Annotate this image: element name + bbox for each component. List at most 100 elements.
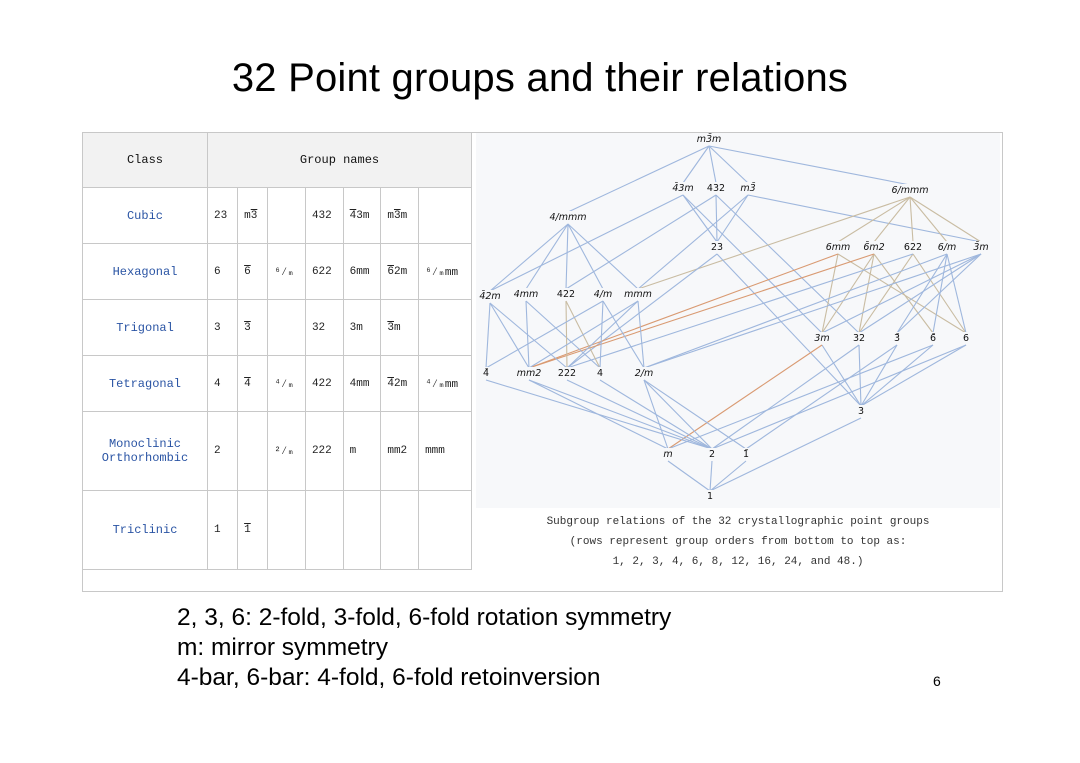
group-cell: mmm [418,411,472,491]
group-name: 3m [349,321,363,334]
subgroup-edge [821,344,862,407]
point-group-node: 4̄3m [672,182,693,194]
subgroup-edge [909,196,948,243]
subgroup-edge [821,253,982,334]
group-name: 3 [244,321,251,334]
node-label-background [855,405,867,417]
group-name: 3 [214,321,221,334]
subgroup-edge [565,300,568,369]
group-name: ⁶⁄ₘ [274,266,295,279]
group-cell [304,490,344,570]
group-cell: 42m [380,355,420,412]
caption-line-2: (rows represent group orders from bottom… [569,536,907,548]
group-cell: m3m [380,187,420,244]
subgroup-edge [708,145,749,184]
subgroup-edge [896,253,982,334]
node-label-background [668,182,698,194]
subgroup-edge [602,300,645,369]
subgroup-edge [860,344,934,407]
node-label-background [960,332,972,344]
point-group-node: 4̄ [483,368,489,379]
node-label-background [888,332,906,344]
group-cell: 43m [342,187,382,244]
node-label-background [704,182,728,194]
point-group-node: 23 [711,242,723,253]
group-name: mm2 [387,445,408,457]
subgroup-edge [525,300,530,369]
group-cell: 222 [304,411,344,491]
node-label-background [551,211,585,223]
point-group-node: 3m [814,333,829,344]
point-group-node: 4mm [514,289,539,300]
point-group-node: 2 [709,449,715,460]
group-cell [267,187,306,244]
group-cell [380,490,420,570]
group-name: 4 [214,377,221,390]
point-group-node: 6mm [826,242,851,253]
node-label-background [893,184,927,196]
group-cell: m3 [237,187,269,244]
group-cell: mm2 [380,411,420,491]
subgroup-edge [682,194,718,243]
group-name: m [349,445,357,457]
group-cell: 62m [380,243,420,300]
subgroup-edge [709,460,713,492]
group-cell: 4 [237,355,269,412]
subgroup-edge [716,194,749,243]
group-cell: 3m [380,299,420,356]
subgroup-edge [567,223,604,290]
subgroup-edge [643,379,713,450]
group-cell: ²⁄ₘ [267,411,306,491]
group-cell [418,299,472,356]
node-label-background [813,332,831,344]
subgroup-edge [708,145,717,184]
diagram-caption: Subgroup relations of the 32 crystallogr… [476,512,1000,572]
class-name-cell: Trigonal [82,299,208,356]
subgroup-edge [565,194,717,290]
node-label-background [662,448,674,460]
point-group-node: 4 [597,368,603,379]
point-group-node: 1̄ [743,449,749,460]
node-label-background [826,241,850,253]
subgroup-edge [528,253,839,369]
note-line-1: 2, 3, 6: 2-fold, 3-fold, 6-fold rotation… [177,604,672,631]
group-cell: 432 [304,187,344,244]
subgroup-edge [489,302,568,369]
point-group-node: 3̄ [894,333,900,344]
point-group-node: 6 [963,333,969,344]
class-name-cell: Triclinic [82,490,208,570]
subgroup-edge [858,344,862,407]
point-group-node: 4̄2m [479,290,500,302]
point-group-node: 622 [904,242,922,253]
table-row: Triclinic 1 1 [82,490,472,570]
group-cell: 1 [237,490,269,570]
subgroup-edge [643,253,948,369]
notes: 2, 3, 6: 2-fold, 3-fold, 6-fold rotation… [177,603,671,693]
note-line-3: 4-bar, 6-bar: 4-fold, 6-fold retoinversi… [177,664,601,691]
subgroup-edge [566,253,718,369]
group-name: 62m [387,265,408,278]
point-group-node: 6̄ [930,333,936,344]
subgroup-edge [932,253,948,334]
group-name: 1 [214,524,221,536]
subgroup-edge [528,379,713,450]
point-group-node: 422 [557,289,575,300]
group-cell [418,490,472,570]
group-cell: 3m [342,299,382,356]
subgroup-edge [667,344,934,450]
group-name: 4mm [349,377,370,390]
group-cell: 23 [206,187,239,244]
subgroup-edge [860,344,967,407]
caption-line-1: Subgroup relations of the 32 crystallogr… [546,516,930,528]
group-cell: 2 [206,411,239,491]
subgroup-edge [873,196,911,243]
table-header-row: Class Group names [82,132,472,188]
point-group-node: 1 [707,491,713,502]
point-group-node: 222 [558,368,576,379]
node-label-background [706,448,718,460]
group-cell [237,411,269,491]
subgroup-edge [485,300,604,369]
